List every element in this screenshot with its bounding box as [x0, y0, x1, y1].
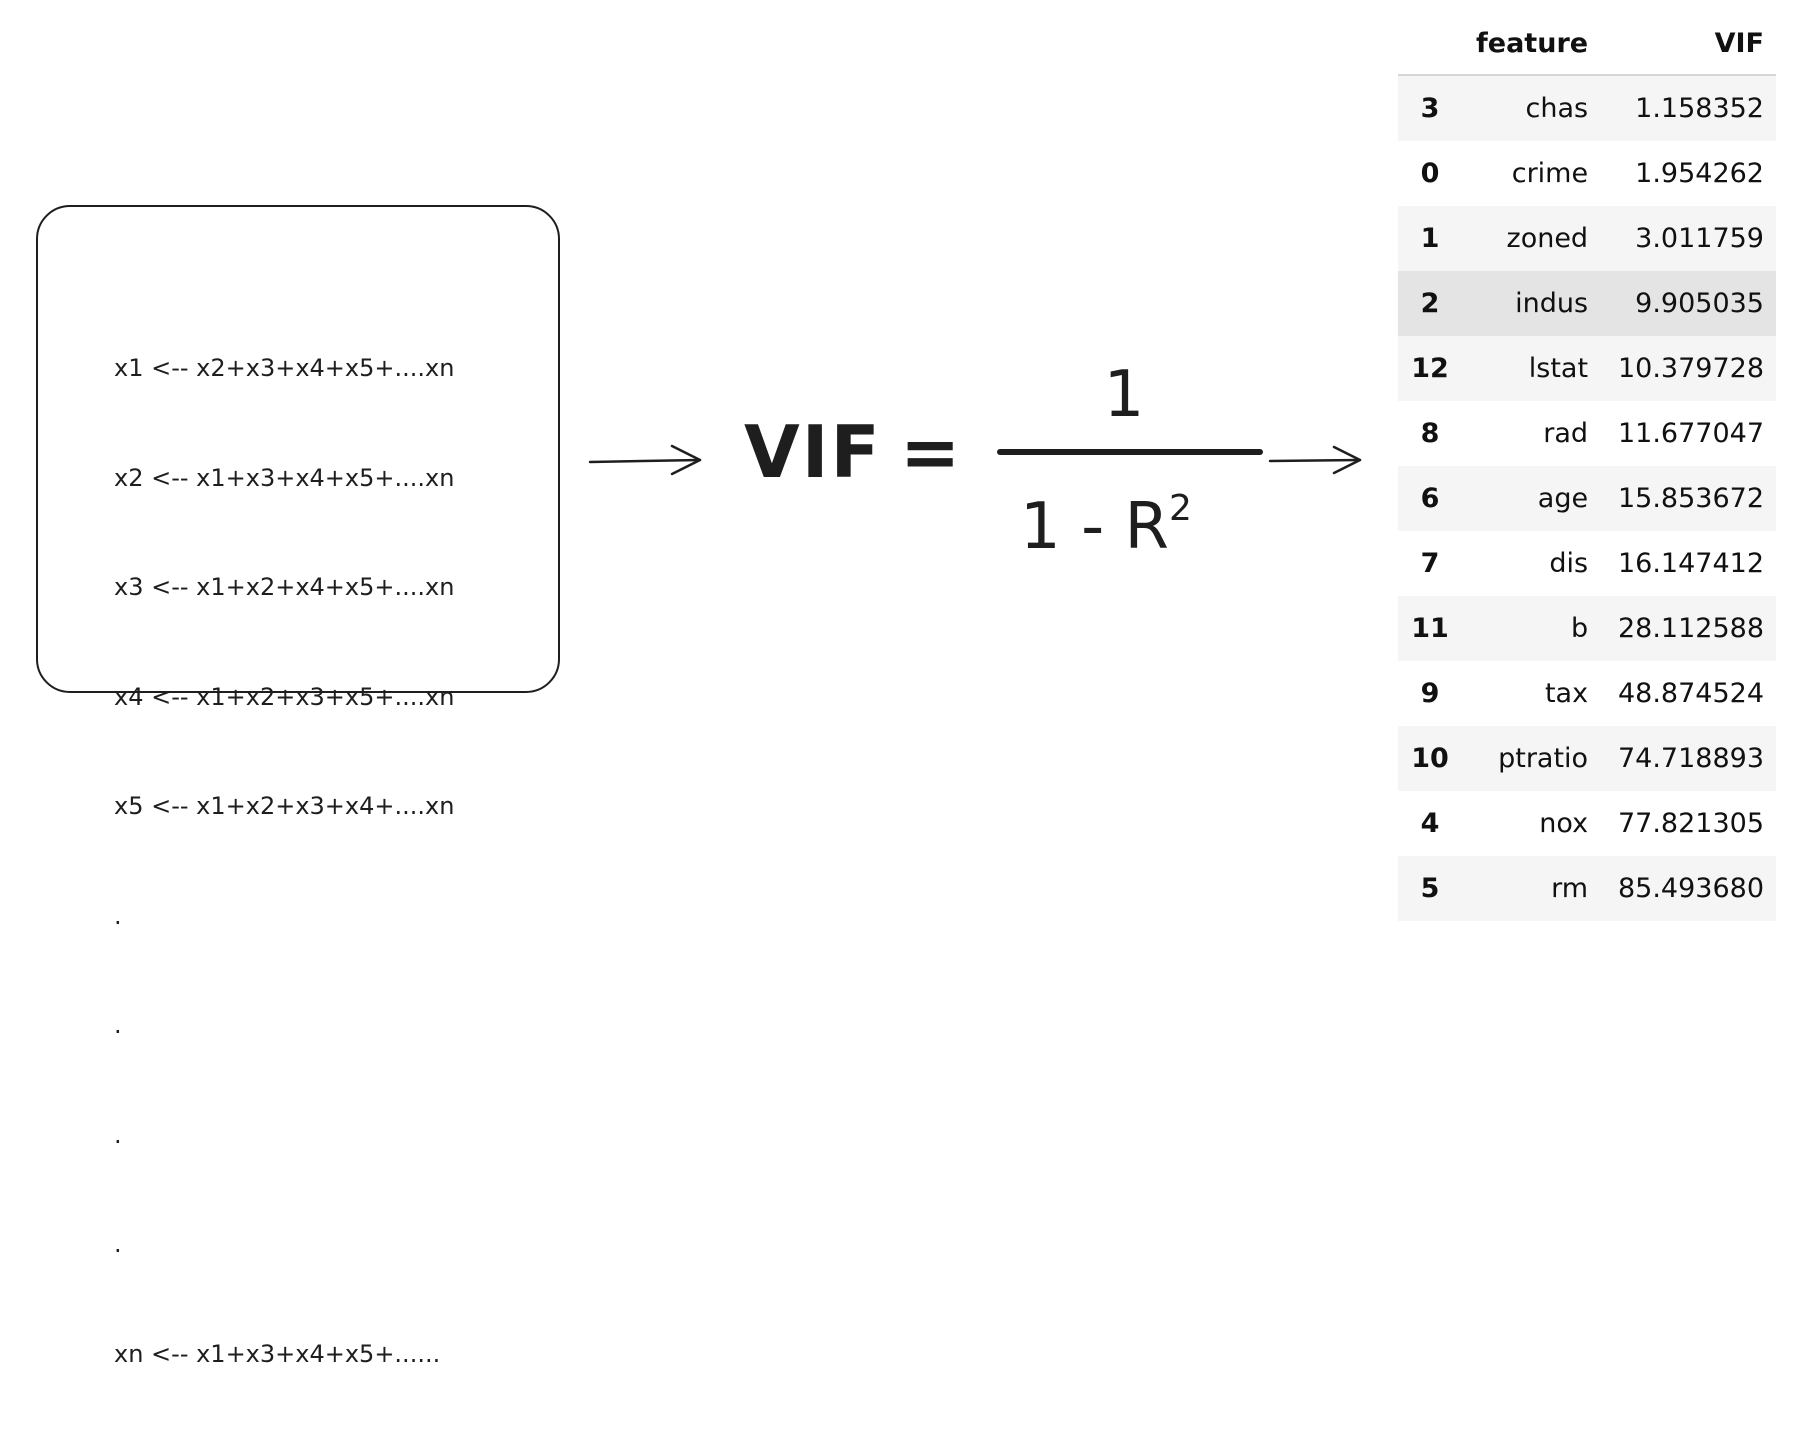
row-index-cell: 8: [1420, 418, 1440, 449]
equation-ellipsis-dot: .: [114, 901, 122, 930]
row-index-cell: 6: [1398, 466, 1462, 531]
row-index-cell: 11: [1398, 596, 1462, 661]
row-feature-cell: lstat: [1462, 336, 1601, 401]
equation-line: x2 <-- x1+x3+x4+x5+....xn: [114, 463, 455, 492]
formula-numerator: 1: [1103, 358, 1145, 432]
row-feature-cell: rad: [1543, 418, 1589, 449]
column-header-feature: feature: [1462, 12, 1601, 76]
table-row: 7 dis 16.147412: [1398, 531, 1776, 596]
row-feature-cell: rm: [1462, 856, 1601, 921]
row-index-cell: 3: [1398, 75, 1462, 141]
equation-line: x4 <-- x1+x2+x3+x5+....xn: [114, 682, 455, 711]
row-index-cell: 12: [1398, 336, 1462, 401]
row-vif-cell: 85.493680: [1600, 856, 1776, 921]
equation-ellipsis-dot: .: [114, 1120, 122, 1149]
row-index-cell: 1: [1398, 206, 1462, 271]
arrow-right-icon: [588, 444, 702, 476]
regression-equations-box: x1 <-- x2+x3+x4+x5+....xn x2 <-- x1+x3+x…: [36, 205, 560, 1368]
formula-fraction-bar: [997, 449, 1263, 455]
row-vif-cell: 1.158352: [1600, 75, 1776, 141]
formula-denominator-exponent: 2: [1168, 487, 1192, 529]
row-feature-cell: nox: [1539, 808, 1589, 839]
row-vif-cell: 77.821305: [1617, 808, 1764, 839]
equation-line: x1 <-- x2+x3+x4+x5+....xn: [114, 354, 455, 382]
equation-line: x5 <-- x1+x2+x3+x4+....xn: [114, 792, 455, 820]
equation-line: x3 <-- x1+x2+x4+x5+....xn: [114, 573, 455, 601]
row-vif-cell: 16.147412: [1617, 548, 1764, 579]
equation-ellipsis-dot: .: [114, 1230, 122, 1258]
row-feature-cell: dis: [1549, 548, 1589, 579]
row-feature-cell: crime: [1511, 158, 1589, 189]
regression-equations-list: x1 <-- x2+x3+x4+x5+....xn x2 <-- x1+x3+x…: [114, 277, 454, 1445]
table-row: 4 nox 77.821305: [1398, 791, 1776, 856]
equation-line: xn <-- x1+x3+x4+x5+......: [114, 1339, 441, 1368]
table-row: 9 tax 48.874524: [1398, 661, 1776, 726]
arrow-right-icon: [1268, 445, 1362, 475]
row-vif-cell: 9.905035: [1600, 271, 1776, 336]
vif-table-header-row: feature VIF: [1398, 12, 1776, 76]
row-feature-cell: indus: [1462, 271, 1601, 336]
row-index-cell: 2: [1398, 271, 1462, 336]
formula-equals-sign: =: [900, 410, 961, 494]
row-feature-cell: tax: [1544, 678, 1589, 709]
row-index-cell: 0: [1420, 158, 1440, 189]
row-vif-cell: 10.379728: [1600, 336, 1776, 401]
row-index-cell: 9: [1420, 678, 1440, 709]
row-vif-cell: 3.011759: [1600, 206, 1776, 271]
row-feature-cell: zoned: [1462, 206, 1601, 271]
formula-vif-label: VIF: [744, 410, 882, 494]
row-vif-cell: 74.718893: [1600, 726, 1776, 791]
row-feature-cell: b: [1462, 596, 1601, 661]
row-feature-cell: ptratio: [1462, 726, 1601, 791]
row-vif-cell: 1.954262: [1635, 158, 1764, 189]
table-row: 0 crime 1.954262: [1398, 141, 1776, 206]
row-vif-cell: 28.112588: [1600, 596, 1776, 661]
row-vif-cell: 48.874524: [1617, 678, 1764, 709]
column-header-vif: VIF: [1600, 12, 1776, 76]
row-index-cell: 5: [1398, 856, 1462, 921]
column-header-index: [1398, 12, 1462, 76]
row-index-cell: 7: [1420, 548, 1440, 579]
table-row: 8 rad 11.677047: [1398, 401, 1776, 466]
row-index-cell: 10: [1398, 726, 1462, 791]
formula-denominator: 1 - R2: [1020, 487, 1192, 564]
equation-ellipsis-dot: .: [114, 1011, 122, 1039]
row-vif-cell: 11.677047: [1617, 418, 1764, 449]
row-vif-cell: 15.853672: [1600, 466, 1776, 531]
formula-denominator-base: 1 - R: [1020, 490, 1169, 564]
row-index-cell: 4: [1420, 808, 1440, 839]
row-feature-cell: chas: [1462, 75, 1601, 141]
row-feature-cell: age: [1462, 466, 1601, 531]
